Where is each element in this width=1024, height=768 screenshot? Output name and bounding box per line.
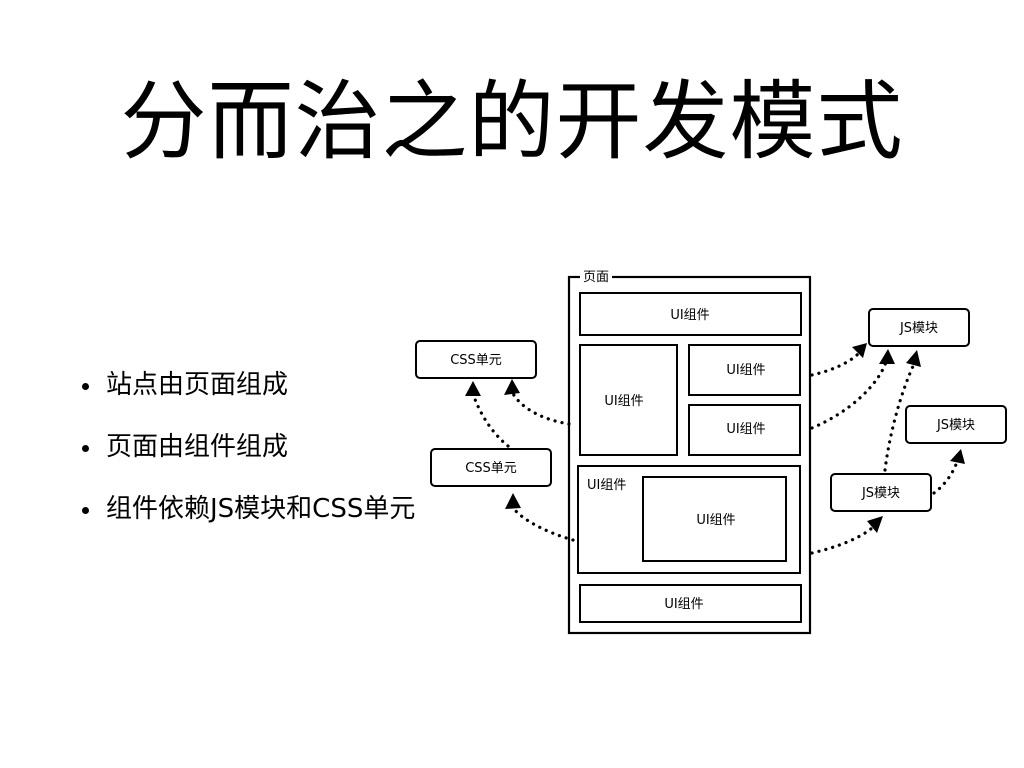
svg-text:UI组件: UI组件 [726,363,765,378]
svg-text:JS模块: JS模块 [861,486,900,501]
ui-component-right-1: UI组件 [688,344,801,396]
arrowhead [505,493,521,509]
dependency-arrow [810,360,888,430]
arrowhead [465,381,481,396]
svg-text:UI组件: UI组件 [726,422,765,437]
css-unit-box: CSS单元 [430,448,552,487]
dependency-arrow [810,350,862,377]
arrowhead [950,449,965,464]
ui-component-left: UI组件 [579,344,678,456]
svg-text:JS模块: JS模块 [899,321,938,336]
svg-text:UI组件: UI组件 [604,394,643,409]
bullet-item: 组件依赖JS模块和CSS单元 [78,492,415,526]
ui-component-right-2: UI组件 [688,404,801,456]
bullet-item: 页面由组件组成 [78,430,415,464]
dependency-arrow [810,526,874,555]
page-container: 页面 [567,270,812,635]
arrowhead [867,516,883,533]
dependency-arrows [465,343,965,555]
dependency-arrow [932,460,959,495]
js-module-box: JS模块 [868,308,970,347]
dependency-arrow [883,362,916,472]
bullet-item: 站点由页面组成 [78,368,415,402]
js-module-box: JS模块 [905,405,1007,444]
dependency-arrow [511,506,575,542]
svg-text:UI组件: UI组件 [696,513,735,528]
dependency-arrow [510,390,571,426]
svg-text:JS模块: JS模块 [936,418,975,433]
svg-text:CSS单元: CSS单元 [465,461,517,476]
page-label: 页面 [583,270,609,285]
svg-text:UI组件: UI组件 [587,478,626,493]
svg-text:UI组件: UI组件 [670,308,709,323]
bullet-list: 站点由页面组成 页面由组件组成 组件依赖JS模块和CSS单元 [78,368,415,554]
svg-text:UI组件: UI组件 [664,597,703,612]
arrowhead [852,343,867,358]
slide-title: 分而治之的开发模式 [120,72,904,172]
arrowhead [879,349,895,364]
css-unit-box: CSS单元 [415,340,537,379]
arrowhead [504,379,520,395]
js-module-box: JS模块 [830,473,932,512]
ui-component-bottom: UI组件 [579,584,802,623]
dependency-arrow [471,392,510,448]
ui-component-top: UI组件 [579,292,802,336]
arrowhead [906,350,921,367]
svg-text:CSS单元: CSS单元 [450,353,502,368]
ui-component-nested: UI组件 [642,476,787,562]
